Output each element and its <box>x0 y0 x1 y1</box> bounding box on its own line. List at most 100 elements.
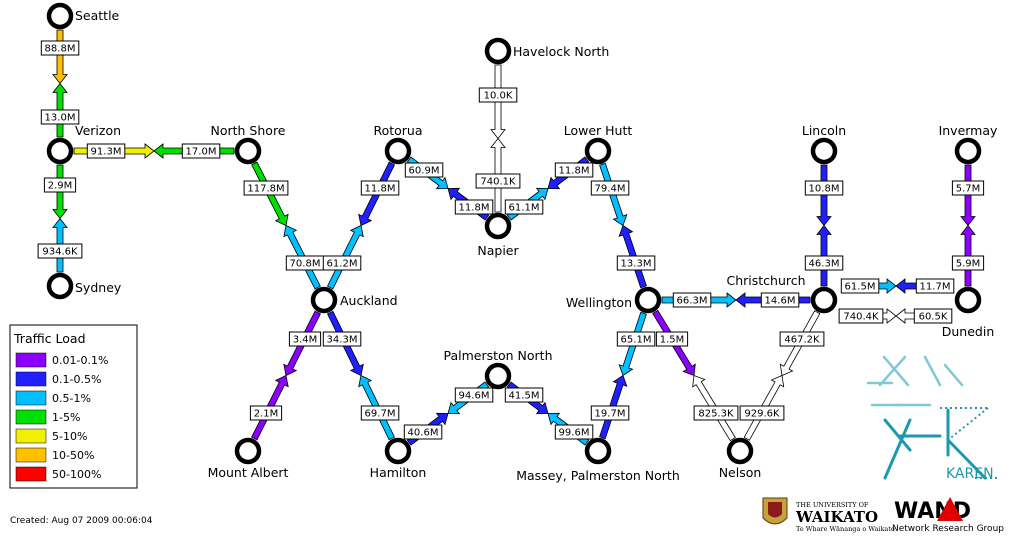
node-mountalbert[interactable]: Mount Albert <box>208 437 289 480</box>
bandwidth-value: 17.0M <box>186 147 217 158</box>
node-christchurch[interactable]: Christchurch <box>726 273 838 314</box>
legend-label: 0.1-0.5% <box>52 373 101 386</box>
bandwidth-value: 11.7M <box>920 282 951 293</box>
node-label: Rotorua <box>373 123 422 138</box>
bandwidth-value: 70.8M <box>290 259 321 270</box>
bandwidth-value: 46.3M <box>809 259 840 270</box>
bandwidth-label: 825.3K <box>693 405 739 421</box>
bandwidth-value: 61.1M <box>509 203 540 214</box>
legend-swatch <box>15 466 47 482</box>
legend-label: 0.5-1% <box>52 392 91 405</box>
node-palmerston[interactable]: Palmerston North <box>443 348 553 390</box>
link-nelson-christchurch <box>743 310 821 441</box>
bandwidth-label: 1.5M <box>655 331 689 347</box>
link-auckland-mountalbert <box>251 310 321 441</box>
node-wellington[interactable]: Wellington <box>566 286 662 314</box>
node-circle-icon <box>810 137 838 165</box>
bandwidth-value: 2.9M <box>48 181 73 192</box>
legend-swatch <box>15 428 47 444</box>
bandwidth-label: 69.7M <box>360 405 400 421</box>
bandwidth-value: 79.4M <box>595 184 626 195</box>
bandwidth-label: 13.0M <box>40 109 80 125</box>
node-label: Verizon <box>75 123 121 138</box>
bandwidth-label: 61.5M <box>840 278 880 294</box>
wand-logo: WAND Network Research Group <box>892 497 1004 534</box>
legend-item: 5-10% <box>15 428 87 444</box>
bandwidth-label: 11.8M <box>554 162 594 178</box>
bandwidth-value: 91.3M <box>91 147 122 158</box>
bandwidth-value: 10.8M <box>809 184 840 195</box>
bandwidth-label: 2.1M <box>249 405 283 421</box>
node-napier[interactable]: Napier <box>477 212 519 258</box>
node-label: Nelson <box>719 465 762 480</box>
node-nelson[interactable]: Nelson <box>719 437 762 480</box>
node-circle-icon <box>954 137 982 165</box>
wand-triangle-icon <box>937 497 963 521</box>
bandwidth-value: 60.5K <box>919 312 948 323</box>
node-massey[interactable]: Massey, Palmerston North <box>516 437 680 483</box>
legend-swatch <box>15 409 47 425</box>
node-circle-icon <box>46 137 74 165</box>
bandwidth-label: 5.9M <box>951 255 985 271</box>
node-sydney[interactable]: Sydney <box>46 272 122 300</box>
node-circle-icon <box>384 137 412 165</box>
bandwidth-value: 19.7M <box>595 409 626 420</box>
node-label: Mount Albert <box>208 465 289 480</box>
legend-item: 1-5% <box>15 409 80 425</box>
node-label: Massey, Palmerston North <box>516 468 680 483</box>
bandwidth-label: 94.6M <box>454 387 494 403</box>
node-label: Wellington <box>566 295 632 310</box>
legend-label: 0.01-0.1% <box>52 354 108 367</box>
university-name-text: WAIKATO <box>795 508 878 526</box>
node-lincoln[interactable]: Lincoln <box>802 123 846 165</box>
node-rotorua[interactable]: Rotorua <box>373 123 423 165</box>
node-lowerhutt[interactable]: Lower Hutt <box>564 123 633 165</box>
bandwidth-value: 11.8M <box>365 184 396 195</box>
legend-label: 50-100% <box>52 468 101 481</box>
node-hamilton[interactable]: Hamilton <box>370 437 427 480</box>
bandwidth-value: 13.0M <box>45 113 76 124</box>
node-label: Dunedin <box>942 324 995 339</box>
bandwidth-label: 11.7M <box>915 278 955 294</box>
bandwidth-label: 41.5M <box>504 387 544 403</box>
university-top-text: THE UNIVERSITY OF <box>796 501 869 509</box>
bandwidth-value: 740.4K <box>843 312 879 323</box>
node-label: Lincoln <box>802 123 846 138</box>
legend-title: Traffic Load <box>13 331 86 346</box>
bandwidth-value: 94.6M <box>459 391 490 402</box>
node-northshore[interactable]: North Shore <box>211 123 286 165</box>
bandwidth-value: 40.6M <box>408 428 439 439</box>
node-label: Palmerston North <box>443 348 552 363</box>
node-label: Napier <box>477 243 519 258</box>
legend-label: 1-5% <box>52 411 80 424</box>
node-label: Hamilton <box>370 465 427 480</box>
node-havelock[interactable]: Havelock North <box>484 37 609 65</box>
node-label: Lower Hutt <box>564 123 633 138</box>
bandwidth-value: 929.6K <box>744 409 780 420</box>
node-dunedin[interactable]: Dunedin <box>942 286 995 339</box>
legend-swatch <box>15 447 47 463</box>
link-arrow-out <box>52 29 68 85</box>
node-auckland[interactable]: Auckland <box>310 286 398 314</box>
bandwidth-value: 41.5M <box>509 391 540 402</box>
node-circle-icon <box>954 286 982 314</box>
legend-label: 5-10% <box>52 430 87 443</box>
node-verizon[interactable]: Verizon <box>46 123 121 165</box>
link-wellington-nelson <box>652 309 736 442</box>
node-circle-icon <box>484 212 512 240</box>
bandwidth-label: 19.7M <box>590 405 630 421</box>
node-seattle[interactable]: Seattle <box>46 2 120 30</box>
node-circle-icon <box>484 362 512 390</box>
bandwidth-value: 825.3K <box>698 409 734 420</box>
node-invermay[interactable]: Invermay <box>939 123 998 165</box>
legend-swatch <box>15 390 47 406</box>
bandwidth-label: 10.8M <box>804 180 844 196</box>
bandwidth-label: 740.1K <box>475 173 521 189</box>
bandwidth-label: 60.9M <box>404 162 444 178</box>
node-circle-icon <box>584 137 612 165</box>
bandwidth-label: 88.8M <box>40 40 80 56</box>
legend-item: 0.1-0.5% <box>15 371 101 387</box>
node-label: Auckland <box>340 293 398 308</box>
bandwidth-value: 934.6K <box>42 247 78 258</box>
